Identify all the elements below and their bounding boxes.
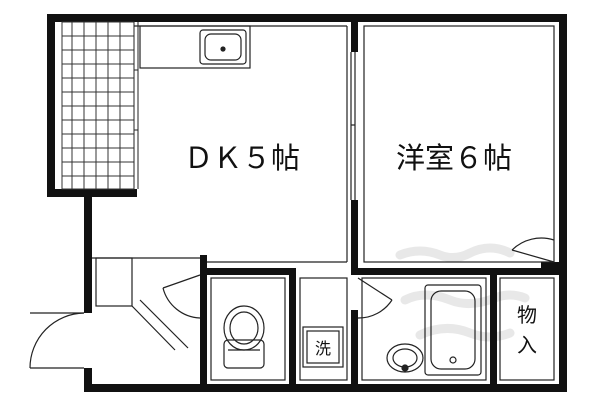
bath-door [357,277,393,319]
washer-label: 洗 [315,339,331,358]
interior-walls [200,22,559,385]
dk-room-label: ＤＫ５帖 [184,141,300,175]
storage-door [511,237,555,263]
outer-walls [47,14,567,392]
storage-label-bottom: 入 [517,333,537,357]
storage-label-top: 物 [517,303,537,327]
watermark-logo [395,243,530,342]
balcony-grid [61,21,135,190]
western-room-label: 洋室６帖 [396,141,512,175]
kitchen-sink [139,25,251,69]
interior-thin-lines [92,25,555,381]
entrance-door [29,312,85,369]
balcony-window [133,22,139,189]
toilet-door [162,274,201,319]
wash-basin [386,343,424,373]
bathtub [424,284,482,376]
washing-machine-pan [302,326,344,368]
toilet-fixture [223,305,265,369]
